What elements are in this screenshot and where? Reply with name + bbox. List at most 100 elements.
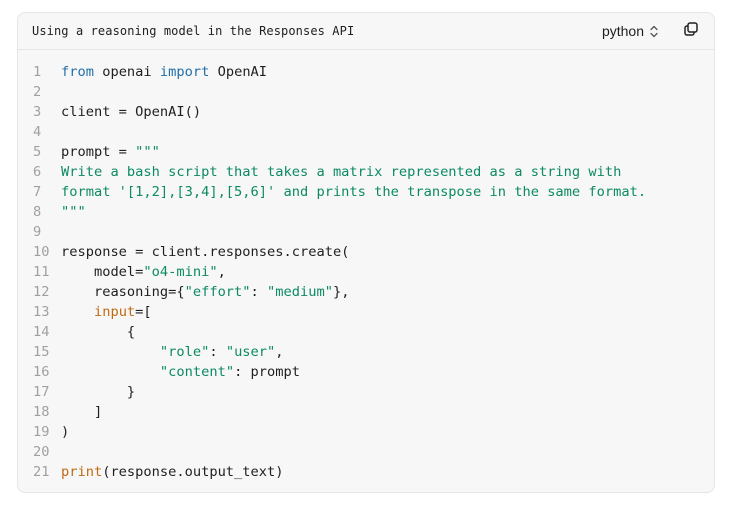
- line-number: 1: [33, 64, 42, 80]
- code-text: [57, 442, 61, 462]
- line-number: 20: [33, 444, 50, 460]
- line-number: 9: [33, 224, 42, 240]
- code-text: print(response.output_text): [57, 462, 284, 482]
- line-number: 10: [33, 244, 50, 260]
- code-text: response = client.responses.create(: [57, 242, 349, 262]
- code-token: "effort": [184, 284, 251, 300]
- code-token: :: [250, 284, 268, 300]
- code-token: print: [61, 464, 103, 480]
- line-number: 12: [33, 284, 50, 300]
- code-token: : prompt: [234, 364, 300, 380]
- code-line: 20: [18, 442, 714, 462]
- line-number: 17: [33, 384, 50, 400]
- code-line: 2: [18, 82, 714, 102]
- code-token: }: [61, 384, 136, 400]
- code-line: 19): [18, 422, 714, 442]
- code-text: ): [57, 422, 69, 442]
- code-token: import: [159, 64, 210, 80]
- code-text: [57, 122, 61, 142]
- code-text: reasoning={"effort": "medium"},: [57, 282, 350, 302]
- line-number: 4: [33, 124, 42, 140]
- code-line: 7 format '[1,2],[3,4],[5,6]' and prints t…: [18, 182, 714, 202]
- code-token: },: [332, 284, 350, 300]
- code-block: Using a reasoning model in the Responses…: [17, 12, 715, 493]
- line-number: 7: [33, 184, 42, 200]
- code-text: "content": prompt: [57, 362, 300, 382]
- code-line: 13 input=[: [18, 302, 714, 322]
- code-line: 18 ]: [18, 402, 714, 422]
- code-line: 1 from openai import OpenAI: [18, 62, 714, 82]
- code-token: from: [61, 64, 94, 80]
- code-text: [57, 82, 61, 102]
- code-text: prompt = """: [57, 142, 160, 162]
- code-line: 14 {: [18, 322, 714, 342]
- code-token: ,: [275, 344, 284, 360]
- code-token: :: [209, 344, 226, 360]
- code-line: 8 """: [18, 202, 714, 222]
- code-line: 3 client = OpenAI(): [18, 102, 714, 122]
- code-line: 6 Write a bash script that takes a matrix…: [18, 162, 714, 182]
- code-block-title: Using a reasoning model in the Responses…: [32, 24, 355, 38]
- code-token: """: [135, 144, 160, 160]
- copy-button[interactable]: [682, 21, 700, 41]
- code-token: Write a bash script that takes a matrix …: [61, 164, 622, 180]
- line-number: 11: [33, 264, 50, 280]
- code-line: 11 model="o4-mini",: [18, 262, 714, 282]
- code-line: 10 response = client.responses.create(: [18, 242, 714, 262]
- line-number: 5: [33, 144, 42, 160]
- code-token: "user": [225, 344, 276, 360]
- language-label: python: [601, 23, 644, 39]
- line-number: 13: [33, 304, 50, 320]
- code-line: 9: [18, 222, 714, 242]
- line-number: 14: [33, 324, 50, 340]
- code-text: }: [57, 382, 135, 402]
- code-text: client = OpenAI(): [57, 102, 201, 122]
- code-token: ): [61, 424, 70, 440]
- code-text: """: [57, 202, 86, 222]
- code-token: input: [93, 304, 136, 320]
- code-token: [61, 304, 94, 320]
- line-number: 8: [33, 204, 42, 220]
- code-text: ]: [57, 402, 102, 422]
- code-token: response = client.responses.create(: [61, 244, 350, 260]
- code-line: 15 "role": "user",: [18, 342, 714, 362]
- code-text: from openai import OpenAI: [57, 62, 267, 82]
- language-selector[interactable]: python: [602, 23, 659, 39]
- code-token: OpenAI: [209, 64, 268, 80]
- code-token: reasoning={: [61, 284, 185, 300]
- code-token: openai: [93, 64, 160, 80]
- code-token: "medium": [267, 284, 333, 300]
- header-actions: python: [602, 21, 700, 41]
- code-block-header: Using a reasoning model in the Responses…: [18, 13, 714, 50]
- copy-icon: [684, 21, 698, 41]
- code-line: 4: [18, 122, 714, 142]
- code-text: input=[: [57, 302, 152, 322]
- code-token: [61, 364, 160, 380]
- code-line: 21 print(response.output_text): [18, 462, 714, 482]
- line-number: 2: [33, 84, 42, 100]
- code-token: """: [61, 204, 86, 220]
- code-line: 5 prompt = """: [18, 142, 714, 162]
- code-token: format '[1,2],[3,4],[5,6]' and prints th…: [61, 184, 647, 200]
- code-token: {: [61, 324, 136, 340]
- code-token: =[: [135, 304, 152, 320]
- line-number: 6: [33, 164, 42, 180]
- code-token: "content": [159, 364, 235, 380]
- line-number: 19: [33, 424, 50, 440]
- line-number: 15: [33, 344, 50, 360]
- code-token: [61, 344, 160, 360]
- code-token: model=: [61, 264, 144, 280]
- line-number: 18: [33, 404, 50, 420]
- code-text: [57, 222, 61, 242]
- code-token: (response.output_text): [102, 464, 284, 480]
- code-token: ,: [217, 264, 226, 280]
- line-number: 21: [33, 464, 50, 480]
- code-token: client = OpenAI(): [61, 104, 202, 120]
- code-token: ]: [61, 404, 103, 420]
- code-token: "role": [159, 344, 210, 360]
- line-number: 3: [33, 104, 42, 120]
- code-text: {: [57, 322, 135, 342]
- code-text: format '[1,2],[3,4],[5,6]' and prints th…: [57, 182, 646, 202]
- code-line: 12 reasoning={"effort": "medium"},: [18, 282, 714, 302]
- chevron-up-down-icon: [649, 25, 659, 38]
